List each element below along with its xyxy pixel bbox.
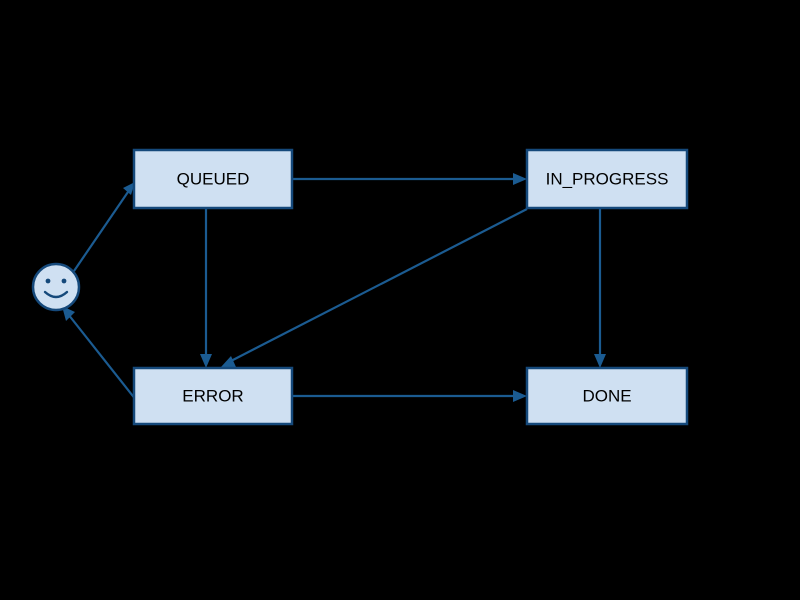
state-node-done-rect [525,366,689,426]
state-node-in-progress-rect [525,148,689,210]
edge-queued-to-in-progress-arrowhead [513,173,527,185]
state-node-queued-rect [132,148,294,210]
edge-error-to-start[interactable] [62,306,137,401]
state-node-done[interactable]: DONE [525,366,689,426]
state-node-error-label: ERROR [182,386,243,405]
start-node-smiley[interactable] [31,262,81,312]
edge-error-to-done[interactable] [292,390,527,402]
edge-start-to-queued-line [73,188,131,272]
edge-error-to-start-arrowhead [62,306,75,321]
edge-start-to-queued-arrowhead [123,182,135,195]
state-node-queued-label: QUEUED [177,169,250,188]
smiley-left-eye-icon [45,278,51,284]
state-node-done-label: DONE [582,386,631,405]
smiley-mouth-icon [43,290,69,299]
edge-queued-to-error-arrowhead [200,354,212,368]
edge-error-to-done-arrowhead [513,390,527,402]
edge-in-progress-to-done-arrowhead [594,354,606,368]
state-node-in-progress-label: IN_PROGRESS [546,169,669,188]
state-node-queued[interactable]: QUEUED [132,148,294,210]
edge-in-progress-to-error-line [228,208,528,363]
edge-in-progress-to-error-arrowhead [221,356,236,367]
edge-in-progress-to-done[interactable] [594,208,606,368]
state-node-in-progress[interactable]: IN_PROGRESS [525,148,689,210]
edge-queued-to-in-progress[interactable] [292,173,527,185]
state-node-error[interactable]: ERROR [132,366,294,426]
edge-error-to-start-line [67,313,137,401]
edge-start-to-queued[interactable] [73,182,135,272]
start-node-circle [31,262,81,312]
smiley-right-eye-icon [61,278,67,284]
edge-in-progress-to-error[interactable] [221,208,528,367]
edge-queued-to-error[interactable] [200,208,212,368]
state-node-error-rect [132,366,294,426]
